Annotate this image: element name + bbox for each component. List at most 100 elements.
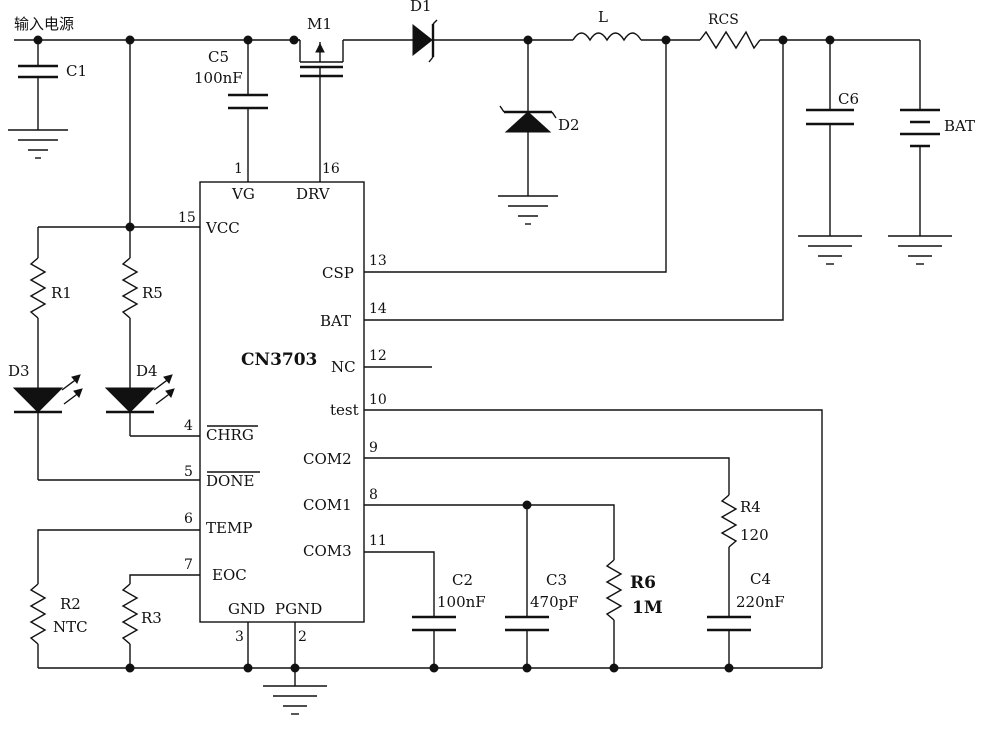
resistor-r5 bbox=[121, 257, 139, 319]
capacitor-c6 bbox=[806, 40, 854, 236]
pin-pgnd-number: 2 bbox=[298, 629, 307, 645]
pin-com2-name: COM2 bbox=[303, 450, 352, 468]
pin-csp-name: CSP bbox=[322, 264, 354, 282]
pin-eoc-name: EOC bbox=[212, 566, 247, 584]
resistor-r1 bbox=[29, 257, 47, 319]
pin-csp-number: 13 bbox=[369, 253, 387, 269]
pin-bat-number: 14 bbox=[369, 301, 387, 317]
pin-com2-number: 9 bbox=[369, 440, 378, 456]
mosfet-m1 bbox=[294, 39, 344, 182]
c1-label: C1 bbox=[66, 62, 87, 80]
d4-label: D4 bbox=[136, 362, 158, 380]
pin-chrg-number: 4 bbox=[184, 418, 193, 434]
c2-value: 100nF bbox=[437, 593, 486, 611]
junction-dot bbox=[522, 663, 532, 673]
r6-label: R6 bbox=[630, 573, 656, 593]
pin-com1-number: 8 bbox=[369, 487, 378, 503]
input-power-label: 输入电源 bbox=[14, 15, 74, 33]
pin-com1-wire bbox=[364, 504, 615, 560]
csp-wire bbox=[364, 40, 667, 273]
rcs-label: RCS bbox=[708, 12, 739, 28]
pin-test-wire bbox=[364, 409, 823, 668]
junction-dot bbox=[33, 35, 43, 45]
junction-dot bbox=[609, 663, 619, 673]
pin-chrg-name: CHRG bbox=[206, 426, 254, 444]
junction-dot bbox=[290, 663, 300, 673]
junction-dots bbox=[33, 35, 835, 673]
r2-label: R2 bbox=[60, 595, 81, 613]
c5-value: 100nF bbox=[194, 69, 243, 87]
resistor-r2 bbox=[29, 583, 47, 645]
pin-drv-name: DRV bbox=[296, 185, 331, 203]
eoc-wire bbox=[129, 574, 200, 584]
junction-dot bbox=[429, 663, 439, 673]
r4-value: 120 bbox=[740, 526, 769, 544]
r1-label: R1 bbox=[51, 284, 72, 302]
pin-vg-name: VG bbox=[231, 185, 255, 203]
pin-pgnd-name: PGND bbox=[275, 600, 322, 618]
c3-label: C3 bbox=[546, 571, 567, 589]
junction-dot bbox=[243, 663, 253, 673]
junction-dot bbox=[825, 35, 835, 45]
battery-bat bbox=[900, 40, 940, 236]
chip-name: CN3703 bbox=[241, 350, 317, 370]
ground-c6 bbox=[798, 235, 862, 265]
inductor-l bbox=[572, 32, 642, 42]
led-d3 bbox=[12, 374, 200, 481]
pin-com1-name: COM1 bbox=[303, 496, 352, 514]
diode-d1 bbox=[412, 19, 438, 63]
r5-label: R5 bbox=[142, 284, 163, 302]
ground-d2 bbox=[498, 195, 558, 225]
junction-dot bbox=[724, 663, 734, 673]
junction-dot bbox=[661, 35, 671, 45]
pin-com3-name: COM3 bbox=[303, 542, 352, 560]
pin-vg-number: 1 bbox=[234, 161, 243, 177]
capacitor-c4 bbox=[707, 615, 751, 668]
resistor-r3 bbox=[121, 583, 139, 645]
pin-com2-wire bbox=[364, 457, 730, 495]
d2-label: D2 bbox=[558, 116, 580, 134]
pin-test-number: 10 bbox=[369, 392, 387, 408]
junction-dot bbox=[243, 35, 253, 45]
bat-sense-wire bbox=[364, 40, 784, 321]
ground-main bbox=[263, 685, 327, 715]
c2-label: C2 bbox=[452, 571, 473, 589]
r4-label: R4 bbox=[740, 498, 761, 516]
pin-temp-name: TEMP bbox=[206, 519, 252, 537]
junction-dot bbox=[523, 35, 533, 45]
junction-dot bbox=[778, 35, 788, 45]
led-d4 bbox=[104, 374, 200, 437]
resistor-r4 bbox=[720, 494, 738, 548]
junction-dot bbox=[125, 222, 135, 232]
pin-com3-number: 11 bbox=[369, 533, 387, 549]
resistor-r6 bbox=[605, 559, 623, 621]
chip-cn3703-body bbox=[199, 181, 365, 623]
c4-value: 220nF bbox=[736, 593, 785, 611]
ground-bat bbox=[888, 235, 952, 265]
resistor-rcs bbox=[699, 30, 761, 50]
capacitor-c5 bbox=[228, 40, 268, 182]
pin-temp-number: 6 bbox=[184, 511, 193, 527]
ground-c1 bbox=[8, 129, 68, 159]
junction-dot bbox=[125, 663, 135, 673]
l-label: L bbox=[598, 8, 608, 26]
r3-label: R3 bbox=[141, 609, 162, 627]
c3-value: 470pF bbox=[530, 593, 579, 611]
r2-value: NTC bbox=[53, 618, 88, 636]
junction-dot bbox=[125, 35, 135, 45]
pin-bat-name: BAT bbox=[320, 312, 351, 330]
pin-vcc-number: 15 bbox=[178, 210, 196, 226]
pin-drv-number: 16 bbox=[322, 161, 340, 177]
capacitor-c1 bbox=[18, 40, 58, 130]
capacitor-c3 bbox=[505, 505, 549, 668]
pin-nc-number: 12 bbox=[369, 348, 387, 364]
c4-label: C4 bbox=[750, 570, 771, 588]
c6-label: C6 bbox=[838, 90, 859, 108]
junction-dot bbox=[522, 500, 532, 510]
pin-gnd-number: 3 bbox=[235, 629, 244, 645]
junction-dot bbox=[289, 35, 299, 45]
d1-label: D1 bbox=[410, 0, 432, 15]
bat-battery-label: BAT bbox=[944, 117, 975, 135]
